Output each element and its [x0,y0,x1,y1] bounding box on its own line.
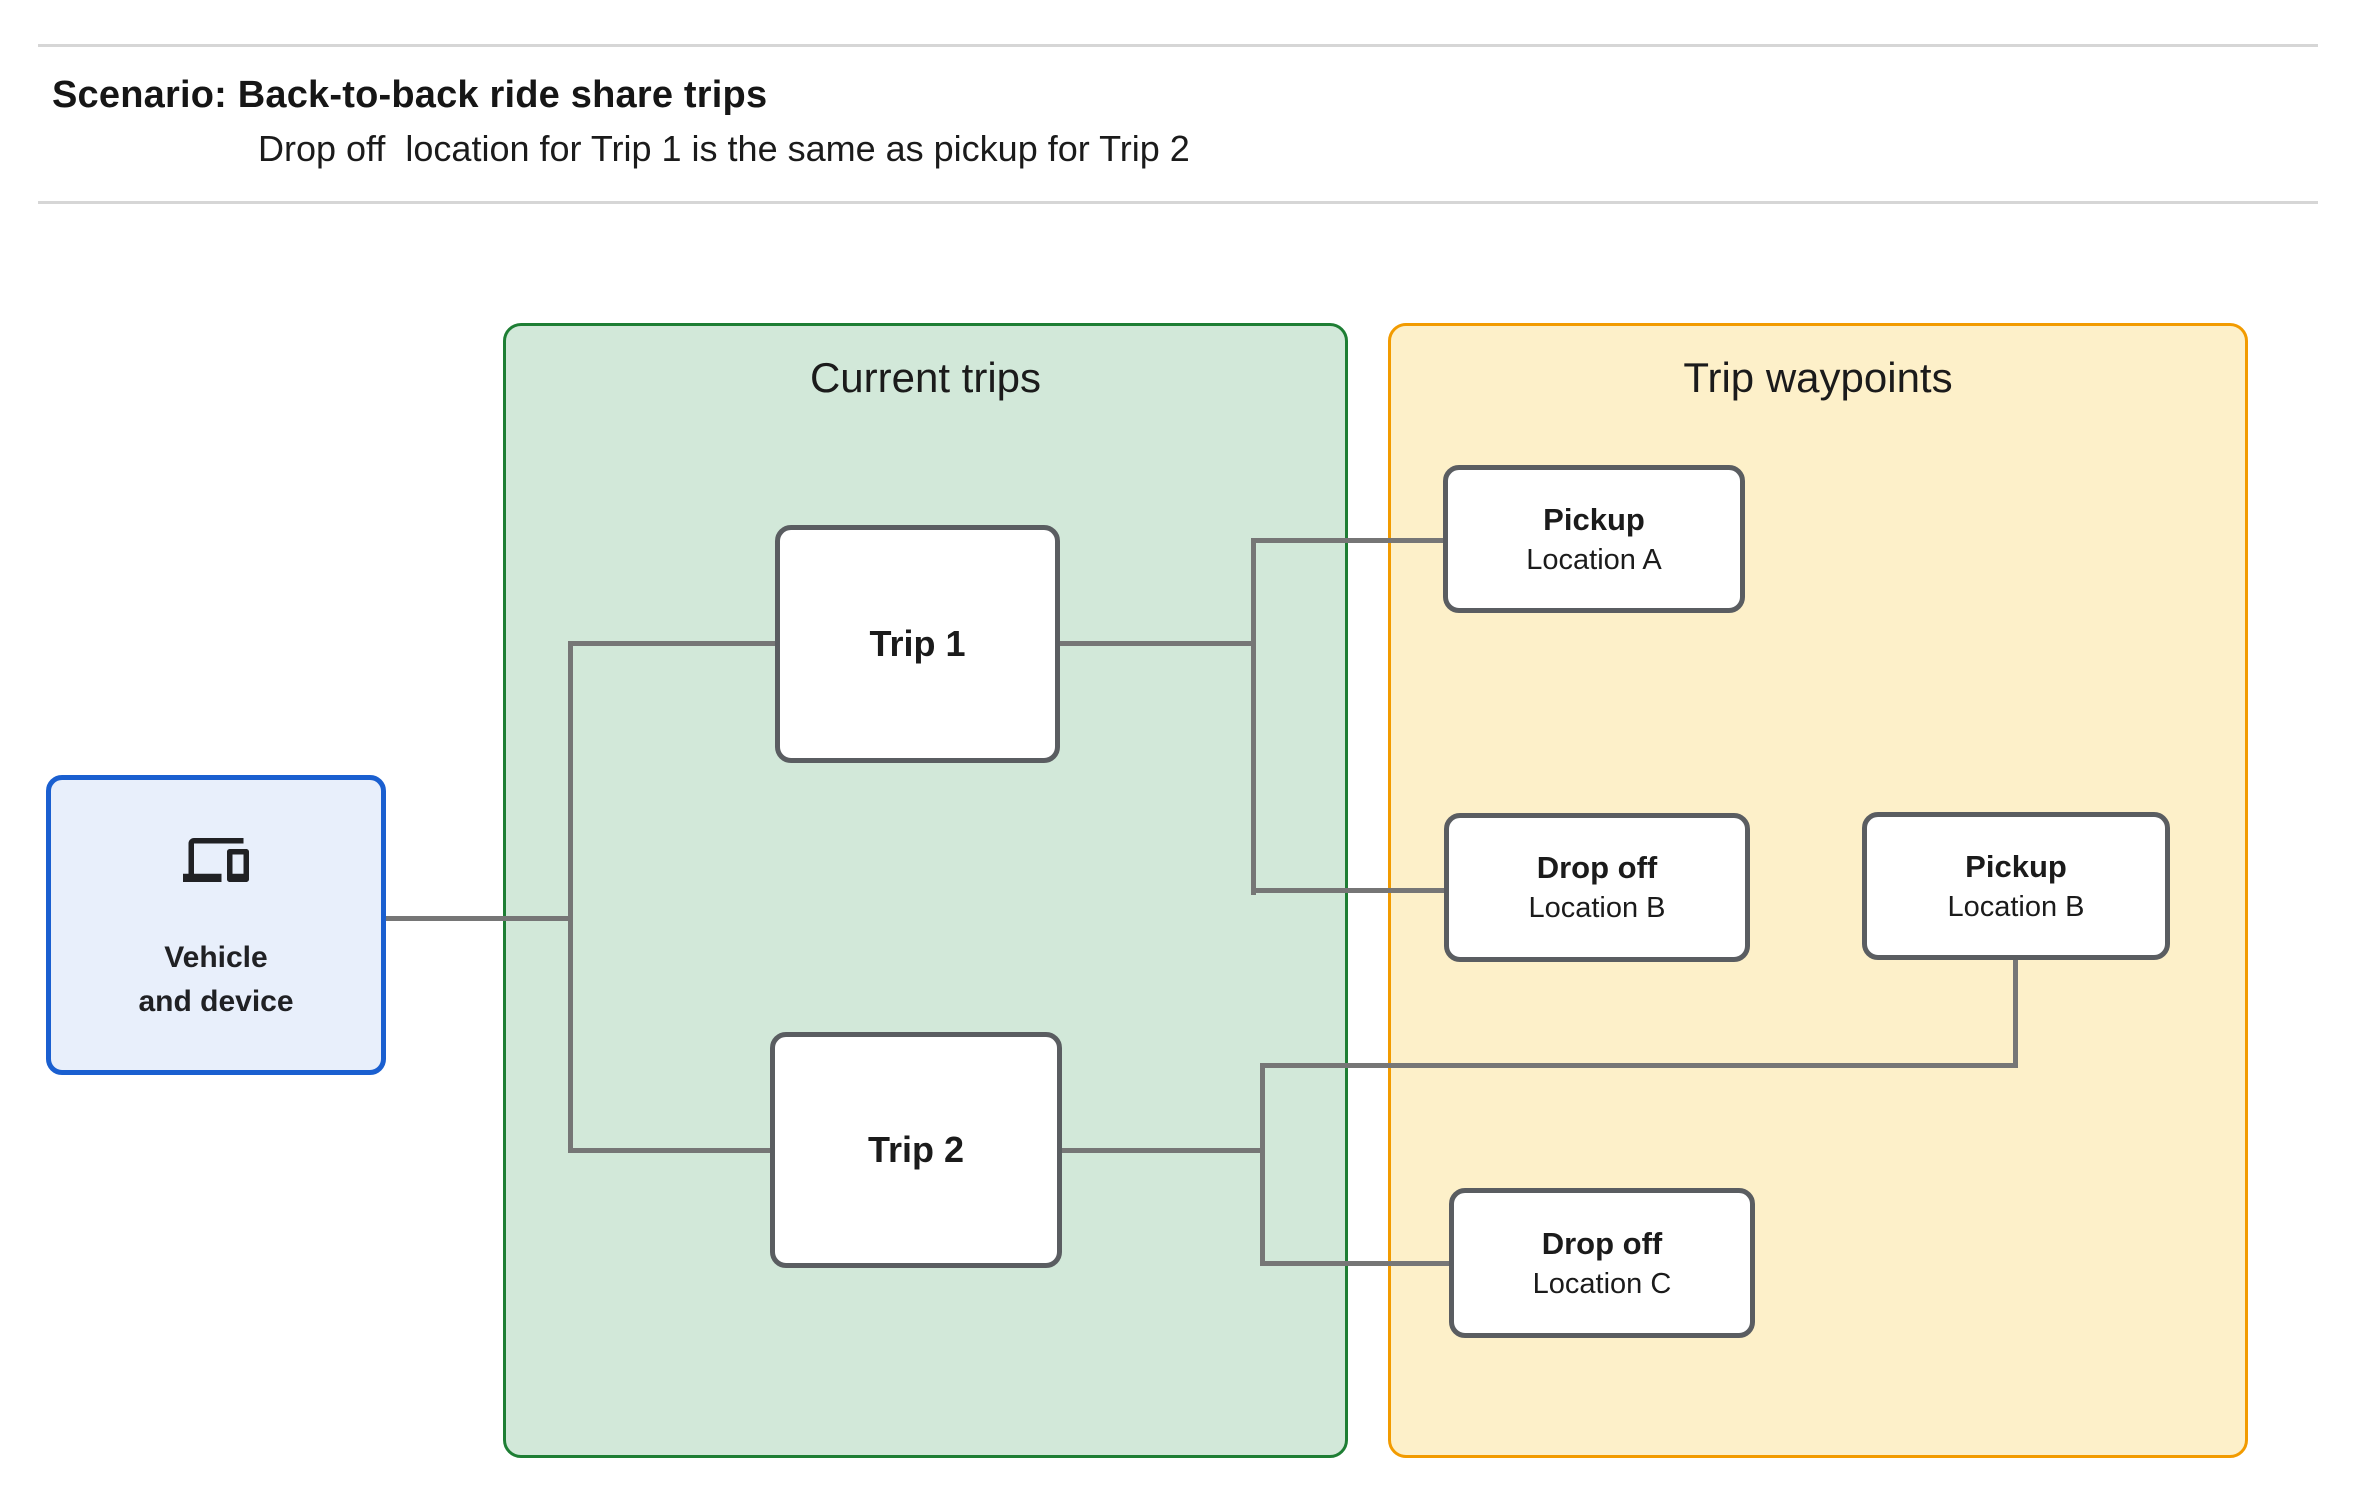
trip1-label: Trip 1 [869,623,966,664]
waypoint-dropoff-b-type: Drop off [1536,850,1658,885]
connector-trip2-junction-vertical [1260,1063,1265,1266]
connector-trip1-to-junction [1060,641,1255,646]
vehicle-node-label: Vehicle and device [138,936,293,1023]
connector-trips-junction-vertical [568,641,573,1153]
connector-pickup-b-drop [2013,960,2018,1068]
connector-trip1-junction-vertical [1251,538,1256,895]
waypoint-pickup-b: Pickup Location B [1862,812,2170,960]
devices-icon [174,827,258,898]
waypoint-pickup-b-location: Location B [1947,890,2085,923]
waypoint-pickup-b-type: Pickup [1965,848,2067,884]
connector-junction-to-trip2 [570,1148,770,1153]
group-current-trips-title: Current trips [809,354,1042,401]
connector-junction-to-dropoff-b [1253,888,1444,893]
waypoint-dropoff-b: Drop off Location B [1444,813,1750,962]
waypoint-pickup-a-type: Pickup [1543,501,1645,537]
waypoint-pickup-a-location: Location A [1526,543,1662,576]
connector-vehicle-to-junction [386,916,572,921]
waypoint-pickup-a: Pickup Location A [1443,465,1745,613]
waypoint-dropoff-b-location: Location B [1528,892,1666,924]
waypoint-dropoff-c-location: Location C [1532,1267,1672,1300]
connector-trip2-to-junction [1062,1148,1264,1153]
vehicle-node: Vehicle and device [46,775,386,1075]
vehicle-label-line2: and device [138,984,294,1018]
connector-junction-to-pickup-b [1262,1063,2018,1068]
divider-bottom [38,201,2318,204]
page-title: Scenario: Back-to-back ride share trips [52,74,768,116]
connector-junction-to-pickup-a [1253,538,1443,543]
divider-top [38,44,2318,47]
group-current-trips: Current trips [503,323,1348,1458]
vehicle-label-line1: Vehicle [164,941,268,974]
connector-junction-to-trip1 [570,641,775,646]
trip2-node: Trip 2 [770,1032,1062,1268]
connector-junction-to-dropoff-c [1262,1261,1449,1266]
page-subtitle: Drop off location for Trip 1 is the same… [258,128,1190,169]
waypoint-dropoff-c-type: Drop off [1541,1225,1663,1261]
group-trip-waypoints-title: Trip waypoints [1683,354,1953,401]
trip2-label: Trip 2 [867,1129,965,1170]
trip1-node: Trip 1 [775,525,1060,763]
waypoint-dropoff-c: Drop off Location C [1449,1188,1755,1338]
